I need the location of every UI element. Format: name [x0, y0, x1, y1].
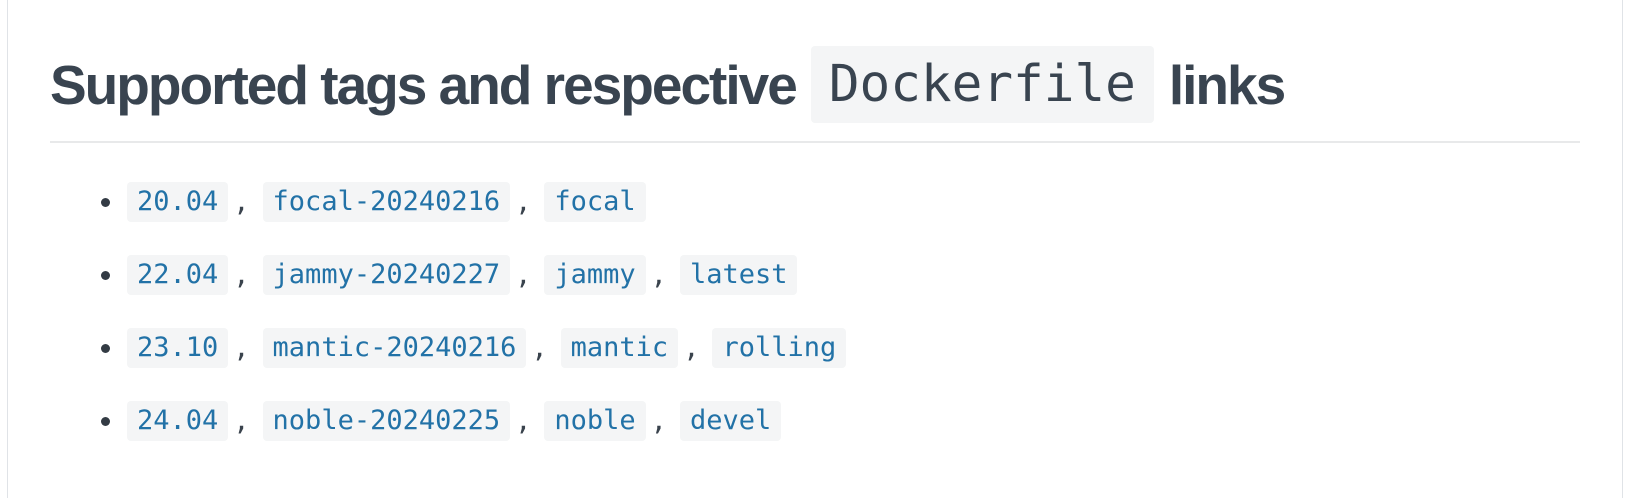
tag-link-23.10[interactable]: 23.10 [127, 328, 229, 368]
tag-separator: , [233, 186, 250, 218]
tag-link-20.04[interactable]: 20.04 [127, 182, 229, 222]
tag-separator: , [531, 332, 548, 364]
tag-link-mantic-20240216[interactable]: mantic-20240216 [262, 328, 527, 368]
tag-separator: , [515, 405, 532, 437]
bullet-icon [101, 270, 110, 280]
tag-link-jammy[interactable]: jammy [544, 255, 646, 295]
tag-row: 20.04,focal-20240216,focal [101, 182, 1580, 222]
tag-link-devel[interactable]: devel [679, 401, 782, 441]
tag-link-focal[interactable]: focal [544, 182, 646, 222]
tag-row: 24.04,noble-20240225,noble,devel [101, 401, 1580, 441]
tag-separator: , [515, 259, 532, 291]
section-title-text-before: Supported tags and respective [50, 53, 798, 116]
dockerfile-inline-code: Dockerfile [810, 46, 1154, 123]
tag-separator: , [233, 405, 250, 437]
section-title-text-after: links [1168, 53, 1286, 116]
tag-link-latest[interactable]: latest [679, 255, 798, 295]
bullet-icon [101, 343, 110, 353]
tag-separator: , [233, 332, 250, 364]
readme-section: Supported tags and respective Dockerfile… [7, 0, 1623, 498]
section-title: Supported tags and respective Dockerfile… [50, 46, 1580, 123]
tag-link-jammy-20240227[interactable]: jammy-20240227 [262, 255, 511, 295]
tag-row: 23.10,mantic-20240216,mantic,rolling [101, 328, 1580, 368]
heading-divider [50, 141, 1580, 143]
tag-link-focal-20240216[interactable]: focal-20240216 [262, 182, 511, 222]
tag-link-rolling[interactable]: rolling [712, 328, 847, 368]
tag-row: 22.04,jammy-20240227,jammy,latest [101, 255, 1580, 295]
tag-separator: , [683, 332, 700, 364]
tag-link-24.04[interactable]: 24.04 [127, 401, 229, 441]
tag-separator: , [650, 259, 667, 291]
tag-link-mantic[interactable]: mantic [560, 328, 679, 368]
tag-separator: , [233, 259, 250, 291]
bullet-icon [101, 197, 110, 207]
tag-link-22.04[interactable]: 22.04 [127, 255, 229, 295]
bullet-icon [101, 416, 110, 426]
tag-link-noble[interactable]: noble [544, 401, 646, 441]
tag-link-noble-20240225[interactable]: noble-20240225 [262, 401, 511, 441]
tag-separator: , [515, 186, 532, 218]
tag-separator: , [650, 405, 667, 437]
